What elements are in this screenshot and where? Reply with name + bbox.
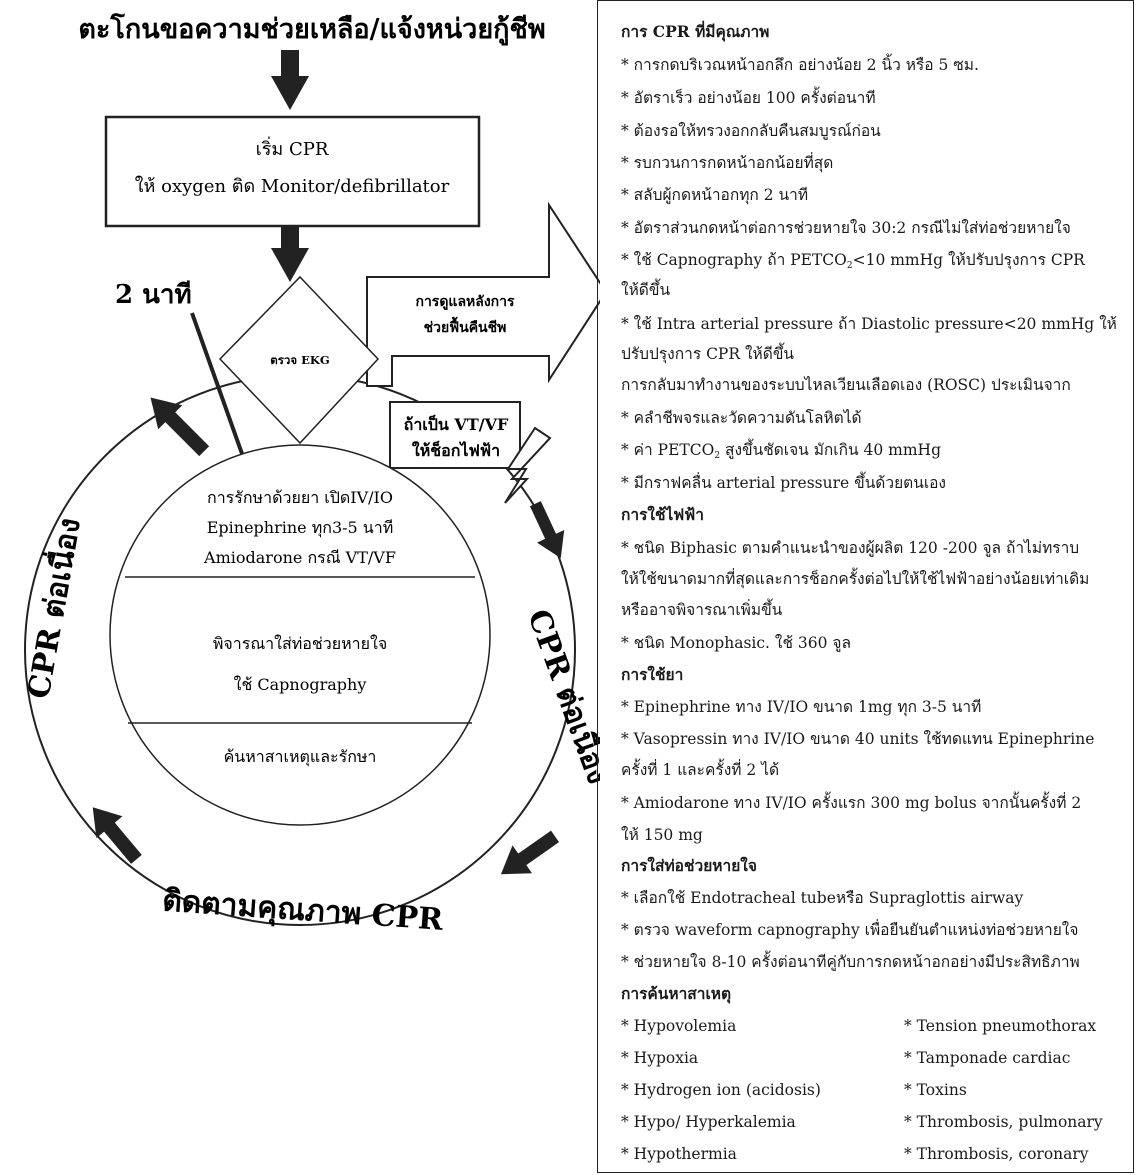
quality-item-capnography: * ใช้ Capnography ถ้า PETCO2<10 mmHg ให้… — [621, 251, 1085, 275]
ring-arrow-lower-right — [500, 830, 560, 875]
cause-item: * Hypothermia — [621, 1145, 737, 1163]
airway-item: * เลือกใช้ Endotracheal tubeหรือ Supragl… — [621, 889, 1024, 907]
heading-causes: การค้นหาสาเหตุ — [621, 984, 732, 1003]
drug-line2: Epinephrine ทุก3-5 นาที — [207, 518, 394, 538]
cause-item: * Hydrogen ion (acidosis) — [621, 1081, 821, 1099]
petco-text-a: * ค่า PETCO — [621, 441, 715, 459]
cause-item: * Hypoxia — [621, 1049, 699, 1067]
shock-box — [389, 401, 521, 469]
rosc-heading: การกลับมาทำงานของระบบไหลเวียนเลือดเอง (R… — [621, 376, 1071, 394]
quality-item: * ต้องรอให้ทรวงอกกลับคืนสมบูรณ์ก่อน — [621, 122, 881, 140]
capno-text-b: <10 mmHg ให้ปรับปรุงการ CPR — [852, 251, 1085, 269]
cause-item: * Toxins — [904, 1081, 967, 1099]
ring-arrow-right — [529, 501, 565, 559]
capno-text-a: * ใช้ Capnography ถ้า PETCO — [621, 251, 847, 269]
airway-item: * ช่วยหายใจ 8-10 ครั้งต่อนาทีคู่กับการกด… — [621, 953, 1080, 971]
shock-line2: ให้ช็อกไฟฟ้า — [412, 439, 500, 460]
ring-arrow-upper-left — [150, 397, 210, 457]
quality-item: * อัตราส่วนกดหน้าต่อการช่วยหายใจ 30:2 กร… — [621, 219, 1071, 237]
ring-arrow-lower-left — [92, 807, 142, 864]
cpr-guidelines-panel: การ CPR ที่มีคุณภาพ * การกดบริเวณหน้าอกล… — [597, 0, 1134, 1173]
quality-item: * ใช้ Intra arterial pressure ถ้า Diasto… — [621, 315, 1117, 333]
post-care-line2: ช่วยฟื้นคืนชีพ — [424, 316, 507, 336]
ekg-label: ตรวจ EKG — [270, 353, 329, 367]
cause-item: * Tension pneumothorax — [904, 1017, 1097, 1035]
cause-item: * Hypo/ Hyperkalemia — [621, 1113, 796, 1131]
heading-quality-cpr: การ CPR ที่มีคุณภาพ — [621, 22, 770, 41]
electric-item: * ชนิด Biphasic ตามคำแนะนำของผู้ผลิต 120… — [621, 539, 1080, 557]
rosc-item: * มีกราฟคลื่น arterial pressure ขึ้นด้วย… — [621, 474, 947, 492]
drug-line3: Amiodarone กรณี VT/VF — [203, 548, 396, 567]
quality-item: * รบกวนการกดหน้าอกน้อยที่สุด — [621, 154, 834, 172]
drug-item: * Amiodarone ทาง IV/IO ครั้งแรก 300 mg b… — [621, 794, 1082, 812]
petco-text-b: สูงขึ้นชัดเจน มักเกิน 40 mmHg — [720, 441, 941, 459]
airway-item: * ตรวจ waveform capnography เพื่อยืนยันต… — [621, 921, 1079, 939]
quality-item: * อัตราเร็ว อย่างน้อย 100 ครั้งต่อนาที — [621, 89, 876, 107]
drug-item-cont: ให้ 150 mg — [621, 826, 703, 844]
cause-item: * Tamponade cardiac — [904, 1049, 1071, 1067]
ekg-diamond — [218, 275, 380, 445]
two-minute-divider — [190, 312, 248, 466]
down-arrow-2 — [271, 226, 309, 282]
diagram-title: ตะโกนขอความช่วยเหลือ/แจ้งหน่วยกู้ชีพ — [78, 12, 545, 46]
cause-line1: ค้นหาสาเหตุและรักษา — [224, 747, 377, 767]
quality-item: * การกดบริเวณหน้าอกลึก อย่างน้อย 2 นิ้ว … — [621, 56, 979, 74]
cpr-flow-diagram: ตะโกนขอความช่วยเหลือ/แจ้งหน่วยกู้ชีพ เริ… — [17, 12, 600, 939]
heading-airway: การใส่ท่อช่วยหายใจ — [621, 856, 757, 875]
quality-item-cont: ให้ดีขึ้น — [621, 281, 671, 299]
subscript-2: 2 — [714, 451, 721, 461]
electric-item: * ชนิด Monophasic. ใช้ 360 จูล — [621, 634, 852, 652]
quality-item: * สลับผู้กดหน้าอกทุก 2 นาที — [621, 186, 809, 204]
down-arrow-1 — [271, 50, 309, 110]
start-cpr-line1: เริ่ม CPR — [256, 136, 329, 160]
subscript-2: 2 — [846, 261, 853, 271]
airway-line1: พิจารณาใส่ท่อช่วยหายใจ — [213, 634, 387, 653]
cause-item: * Thrombosis, coronary — [904, 1145, 1089, 1163]
heading-electric: การใช้ไฟฟ้า — [621, 505, 704, 524]
drug-item-cont: ครั้งที่ 1 และครั้งที่ 2 ได้ — [621, 761, 780, 779]
start-cpr-line2: ให้ oxygen ติด Monitor/defibrillator — [135, 175, 450, 197]
post-care-arrow — [366, 201, 600, 387]
two-minute-label: 2 นาที — [115, 280, 192, 310]
drug-item: * Vasopressin ทาง IV/IO ขนาด 40 units ใช… — [621, 730, 1095, 748]
rosc-item-petco: * ค่า PETCO2 สูงขึ้นชัดเจน มักเกิน 40 mm… — [621, 441, 941, 465]
drug-item: * Epinephrine ทาง IV/IO ขนาด 1mg ทุก 3-5… — [621, 698, 982, 716]
airway-line2: ใช้ Capnography — [234, 675, 367, 694]
inner-treatment-circle — [109, 444, 491, 826]
post-care-line1: การดูแลหลังการ — [415, 294, 515, 310]
electric-item-cont: หรืออาจพิจารณาเพิ่มขึ้น — [621, 601, 783, 619]
electric-item-cont: ให้ใช้ขนาดมากที่สุดและการช็อกครั้งต่อไปใ… — [621, 570, 1090, 588]
drug-line1: การรักษาด้วยยา เปิดIV/IO — [207, 488, 393, 507]
lightning-bolt-icon — [504, 426, 552, 504]
rosc-item: * คลำชีพจรและวัดความดันโลหิตได้ — [621, 409, 862, 427]
cause-item: * Hypovolemia — [621, 1017, 737, 1035]
shock-line1: ถ้าเป็น VT/VF — [404, 413, 509, 434]
quality-item-cont: ปรับปรุงการ CPR ให้ดีขึ้น — [621, 345, 795, 363]
start-cpr-box — [104, 115, 481, 228]
heading-drugs: การใช้ยา — [621, 665, 684, 684]
cause-item: * Thrombosis, pulmonary — [904, 1113, 1103, 1131]
